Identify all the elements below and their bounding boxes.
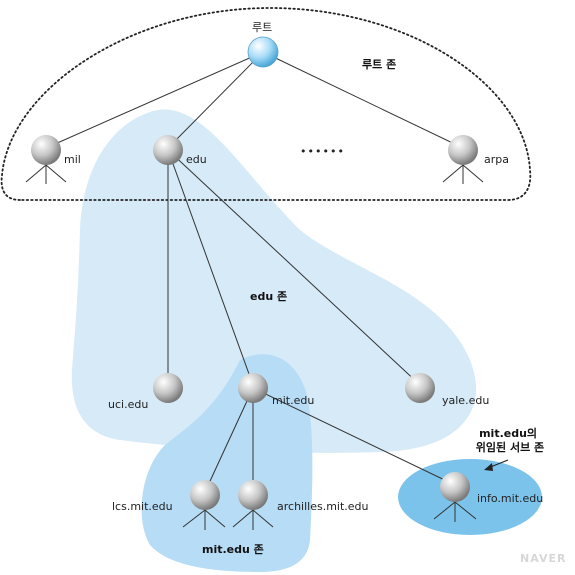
edu-node [153, 135, 183, 165]
delegated-zone-label: mit.edu의 위임된 서브 존 [476, 426, 544, 454]
mit-zone-area [141, 354, 313, 572]
delegated-sub-zone-area [398, 459, 542, 535]
mil-node [31, 135, 61, 165]
ellipsis-label: •••••• [300, 145, 345, 158]
mit-label: mit.edu [272, 394, 314, 407]
yale-label: yale.edu [442, 394, 489, 407]
lcs-label: lcs.mit.edu [112, 500, 173, 513]
info-label: info.mit.edu [477, 492, 543, 505]
mit-zone-label: mit.edu 존 [202, 543, 264, 556]
arpa-node [448, 135, 478, 165]
edu-zone-area [71, 109, 477, 453]
lcs-node [190, 480, 220, 510]
archilles-label: archilles.mit.edu [277, 500, 369, 513]
delegated-zone-arrow-head [484, 463, 493, 471]
uci-node [153, 373, 183, 403]
delegated-zone-label-line-2: 위임된 서브 존 [476, 440, 544, 454]
archilles-node [238, 480, 268, 510]
uci-label: uci.edu [108, 398, 148, 411]
root-zone-label: 루트 존 [362, 58, 396, 71]
mil-label: mil [64, 153, 81, 166]
edu-label: edu [186, 153, 207, 166]
root-node [247, 36, 279, 68]
tree-edges [45, 51, 464, 493]
mit-node [238, 373, 268, 403]
arpa-label: arpa [484, 153, 509, 166]
edu-zone-label: edu 존 [250, 290, 287, 303]
yale-node [405, 373, 435, 403]
delegated-zone-label-line-1: mit.edu의 [479, 426, 537, 440]
leaf-stubs [25, 164, 484, 530]
naver-watermark: NAVER [520, 552, 566, 565]
root-label: 루트 [252, 21, 272, 34]
info-node [440, 472, 470, 502]
root-zone-boundary [0, 7, 532, 201]
